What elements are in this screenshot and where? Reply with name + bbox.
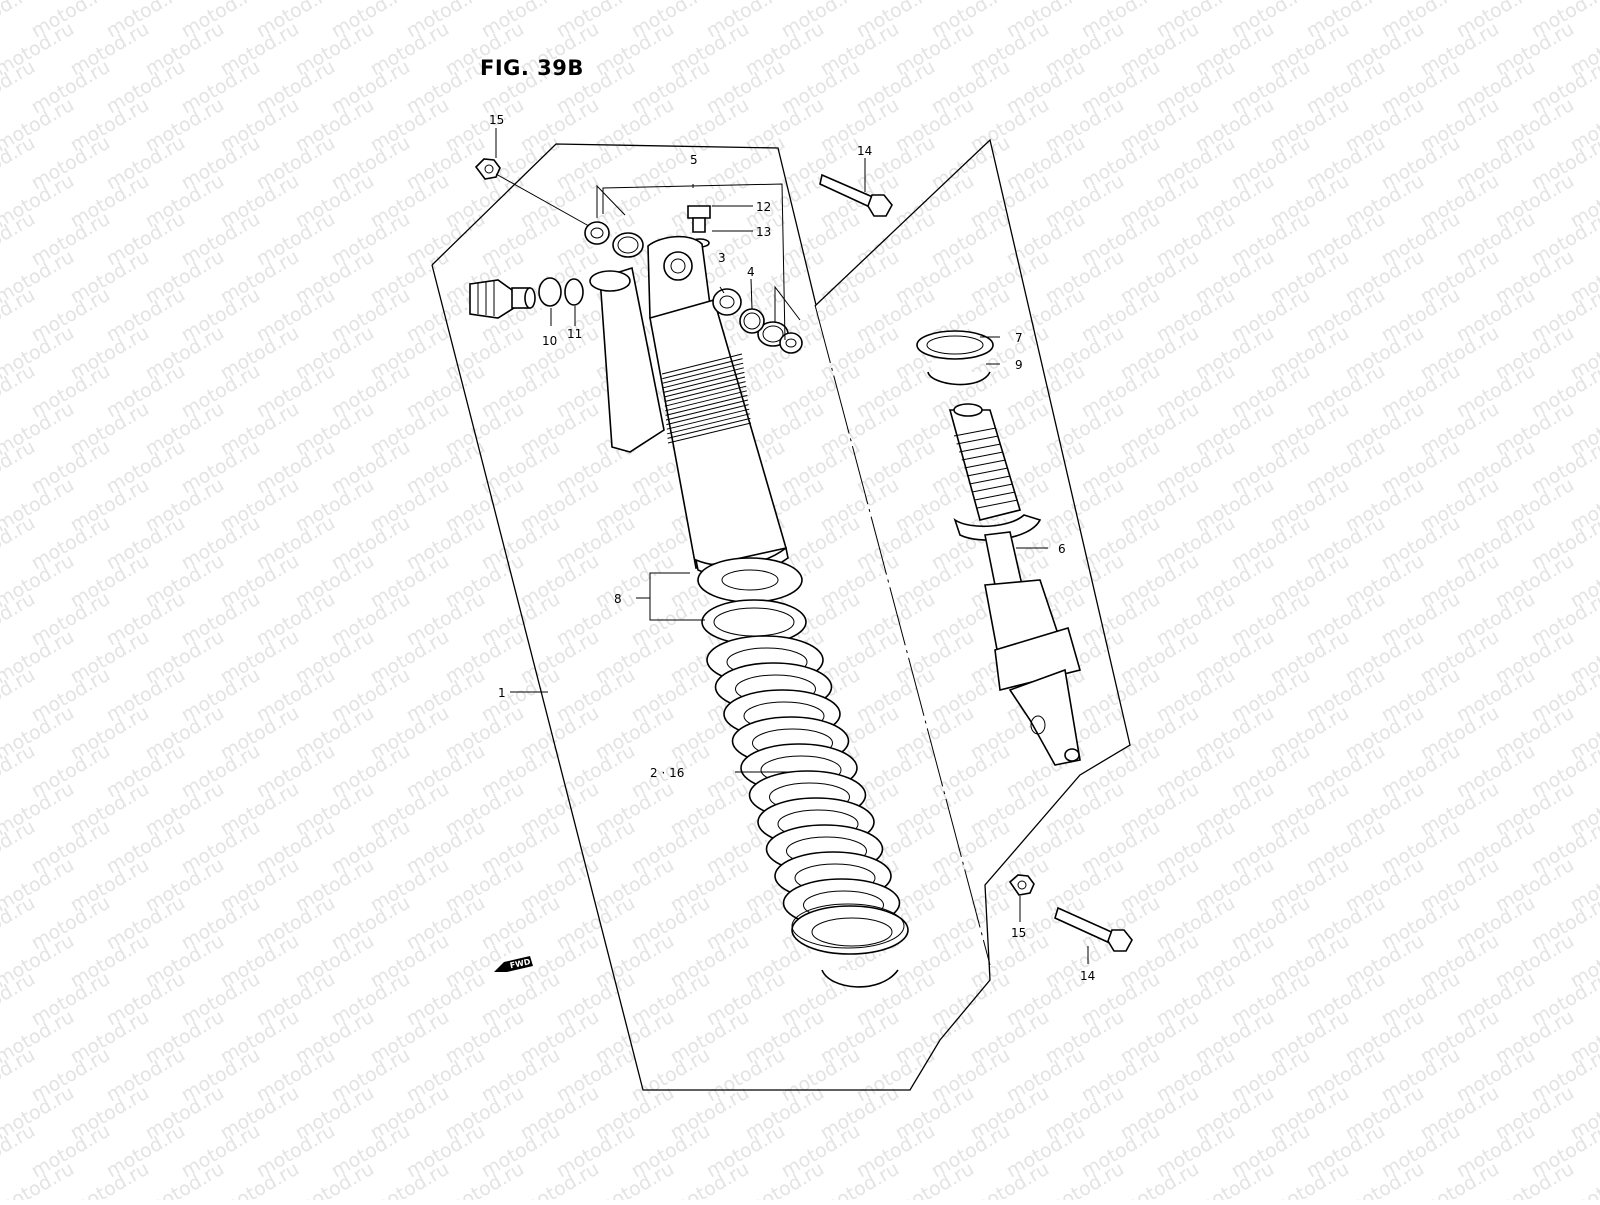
spring-seat-8 [698, 558, 806, 644]
callout-11: 11 [567, 327, 582, 341]
figure-title: FIG. 39B [480, 56, 584, 80]
callout-5: 5 [690, 153, 698, 167]
callout-9: 9 [1015, 358, 1023, 372]
callout-14-bottom: 14 [1080, 969, 1095, 983]
stopper-7 [917, 331, 993, 359]
callout-2-16: 2 · 16 [650, 766, 684, 780]
spring-coil [792, 906, 908, 954]
bearing-3 [713, 289, 741, 315]
callout-3: 3 [718, 251, 726, 265]
callout-12: 12 [756, 200, 771, 214]
watermark-text: motod.ru [0, 1158, 3, 1200]
callout-13: 13 [756, 225, 771, 239]
callout-15-top: 15 [489, 113, 504, 127]
callout-7: 7 [1015, 331, 1023, 345]
callout-10: 10 [542, 334, 557, 348]
callout-4: 4 [747, 265, 755, 279]
callout-14-top: 14 [857, 144, 872, 158]
ring-4 [740, 309, 764, 333]
o-ring-11 [565, 279, 583, 305]
o-ring-10 [539, 278, 561, 306]
callout-8: 8 [614, 592, 622, 606]
callout-1: 1 [498, 686, 506, 700]
callout-6: 6 [1058, 542, 1066, 556]
callout-15-bottom: 15 [1011, 926, 1026, 940]
